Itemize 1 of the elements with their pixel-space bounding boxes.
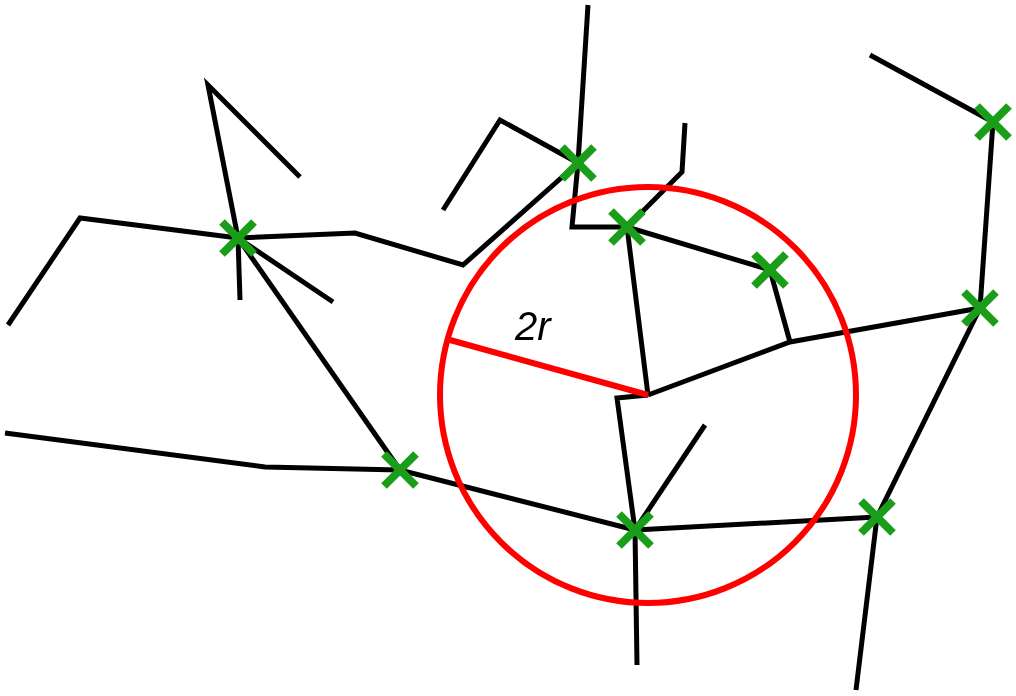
- radius-label: 2r: [515, 306, 551, 346]
